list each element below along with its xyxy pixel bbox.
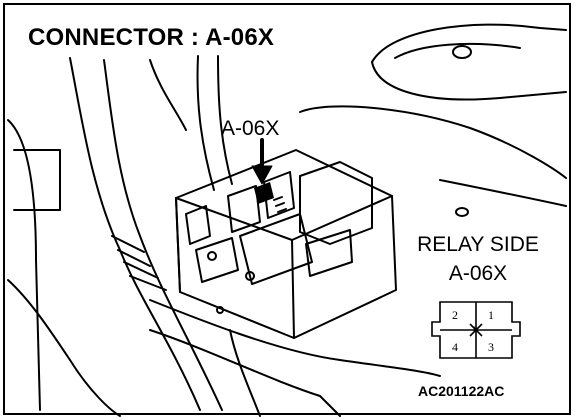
reservoir-cap [452,45,472,59]
connector-callout-label: A-06X [221,117,280,140]
figure-code: AC201122AC [418,383,505,399]
relay-box-outline [175,149,397,339]
reservoir-outline [371,23,567,63]
figure-frame [3,3,571,415]
upper-pipe [196,55,215,191]
relay-side-label: RELAY SIDE [417,233,539,256]
figure-title: CONNECTOR : A-06X [28,24,275,51]
wiring-harness-left [69,57,201,411]
connector-pin-4: 4 [452,340,458,354]
connector-a06x-highlight [254,182,274,204]
lower-cover [149,299,441,377]
connector-pin-1: 1 [488,308,494,322]
connector-center-mark: x [473,323,478,333]
left-structure [7,119,41,411]
right-bracket [299,105,567,179]
connector-pin-2: 2 [452,308,458,322]
relay-side-connector-face [431,301,521,359]
relay-connector-code: A-06X [448,262,508,285]
connector-pin-3: 3 [488,340,494,354]
